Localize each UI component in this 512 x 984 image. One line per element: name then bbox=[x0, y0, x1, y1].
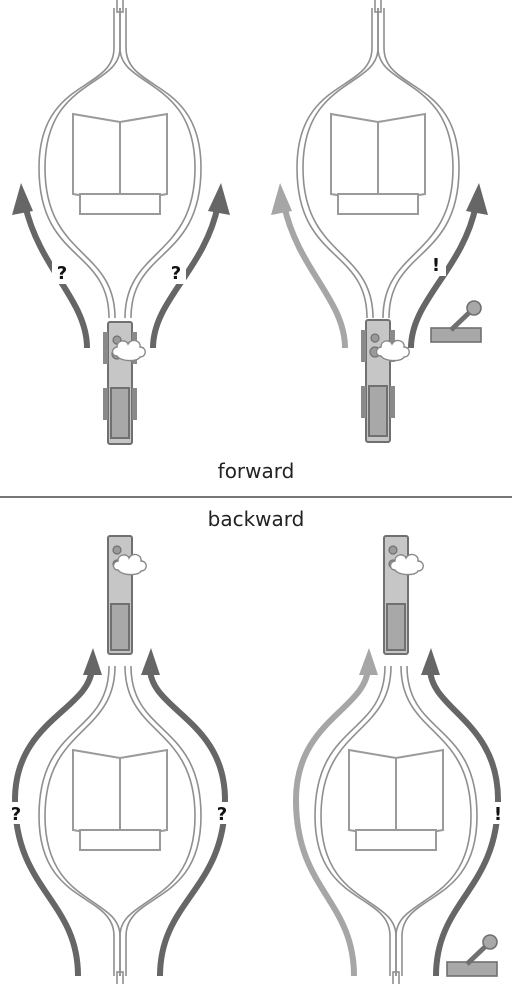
building-icon bbox=[330, 113, 426, 215]
forward-left-scene: ? ? bbox=[12, 0, 230, 445]
uncertain-mark: ? bbox=[11, 804, 21, 825]
forward-right-scene: ! bbox=[271, 0, 488, 443]
building-icon bbox=[348, 749, 444, 851]
smoke-puff-icon bbox=[111, 339, 146, 362]
backward-left-scene: ? ? bbox=[6, 535, 232, 984]
switch-lever-icon bbox=[431, 301, 481, 342]
backward-right-scene: ! bbox=[292, 535, 508, 984]
route-arrow-right-active bbox=[421, 648, 502, 977]
smoke-puff-icon bbox=[375, 339, 410, 362]
locomotive bbox=[360, 319, 396, 443]
section-label-forward: forward bbox=[217, 459, 295, 483]
section-divider bbox=[0, 496, 512, 498]
route-arrow-right-active bbox=[408, 183, 488, 349]
uncertain-mark: ? bbox=[171, 263, 181, 284]
route-arrow-left-inactive bbox=[271, 183, 348, 349]
route-arrow-right bbox=[150, 183, 230, 349]
building-icon bbox=[72, 113, 168, 215]
smoke-puff-icon bbox=[389, 553, 424, 576]
locomotive bbox=[383, 535, 409, 655]
certain-mark: ! bbox=[494, 804, 502, 825]
section-label-backward: backward bbox=[207, 507, 305, 531]
locomotive bbox=[107, 535, 133, 655]
route-arrow-left-inactive bbox=[292, 648, 378, 977]
certain-mark: ! bbox=[432, 255, 440, 276]
route-arrow-left bbox=[11, 648, 102, 977]
route-arrow-left bbox=[12, 183, 90, 349]
switch-lever-icon bbox=[447, 935, 497, 976]
building-icon bbox=[72, 749, 168, 851]
uncertain-mark: ? bbox=[217, 804, 227, 825]
uncertain-mark: ? bbox=[57, 263, 67, 284]
route-arrow-right bbox=[141, 648, 229, 977]
smoke-puff-icon bbox=[112, 553, 147, 576]
